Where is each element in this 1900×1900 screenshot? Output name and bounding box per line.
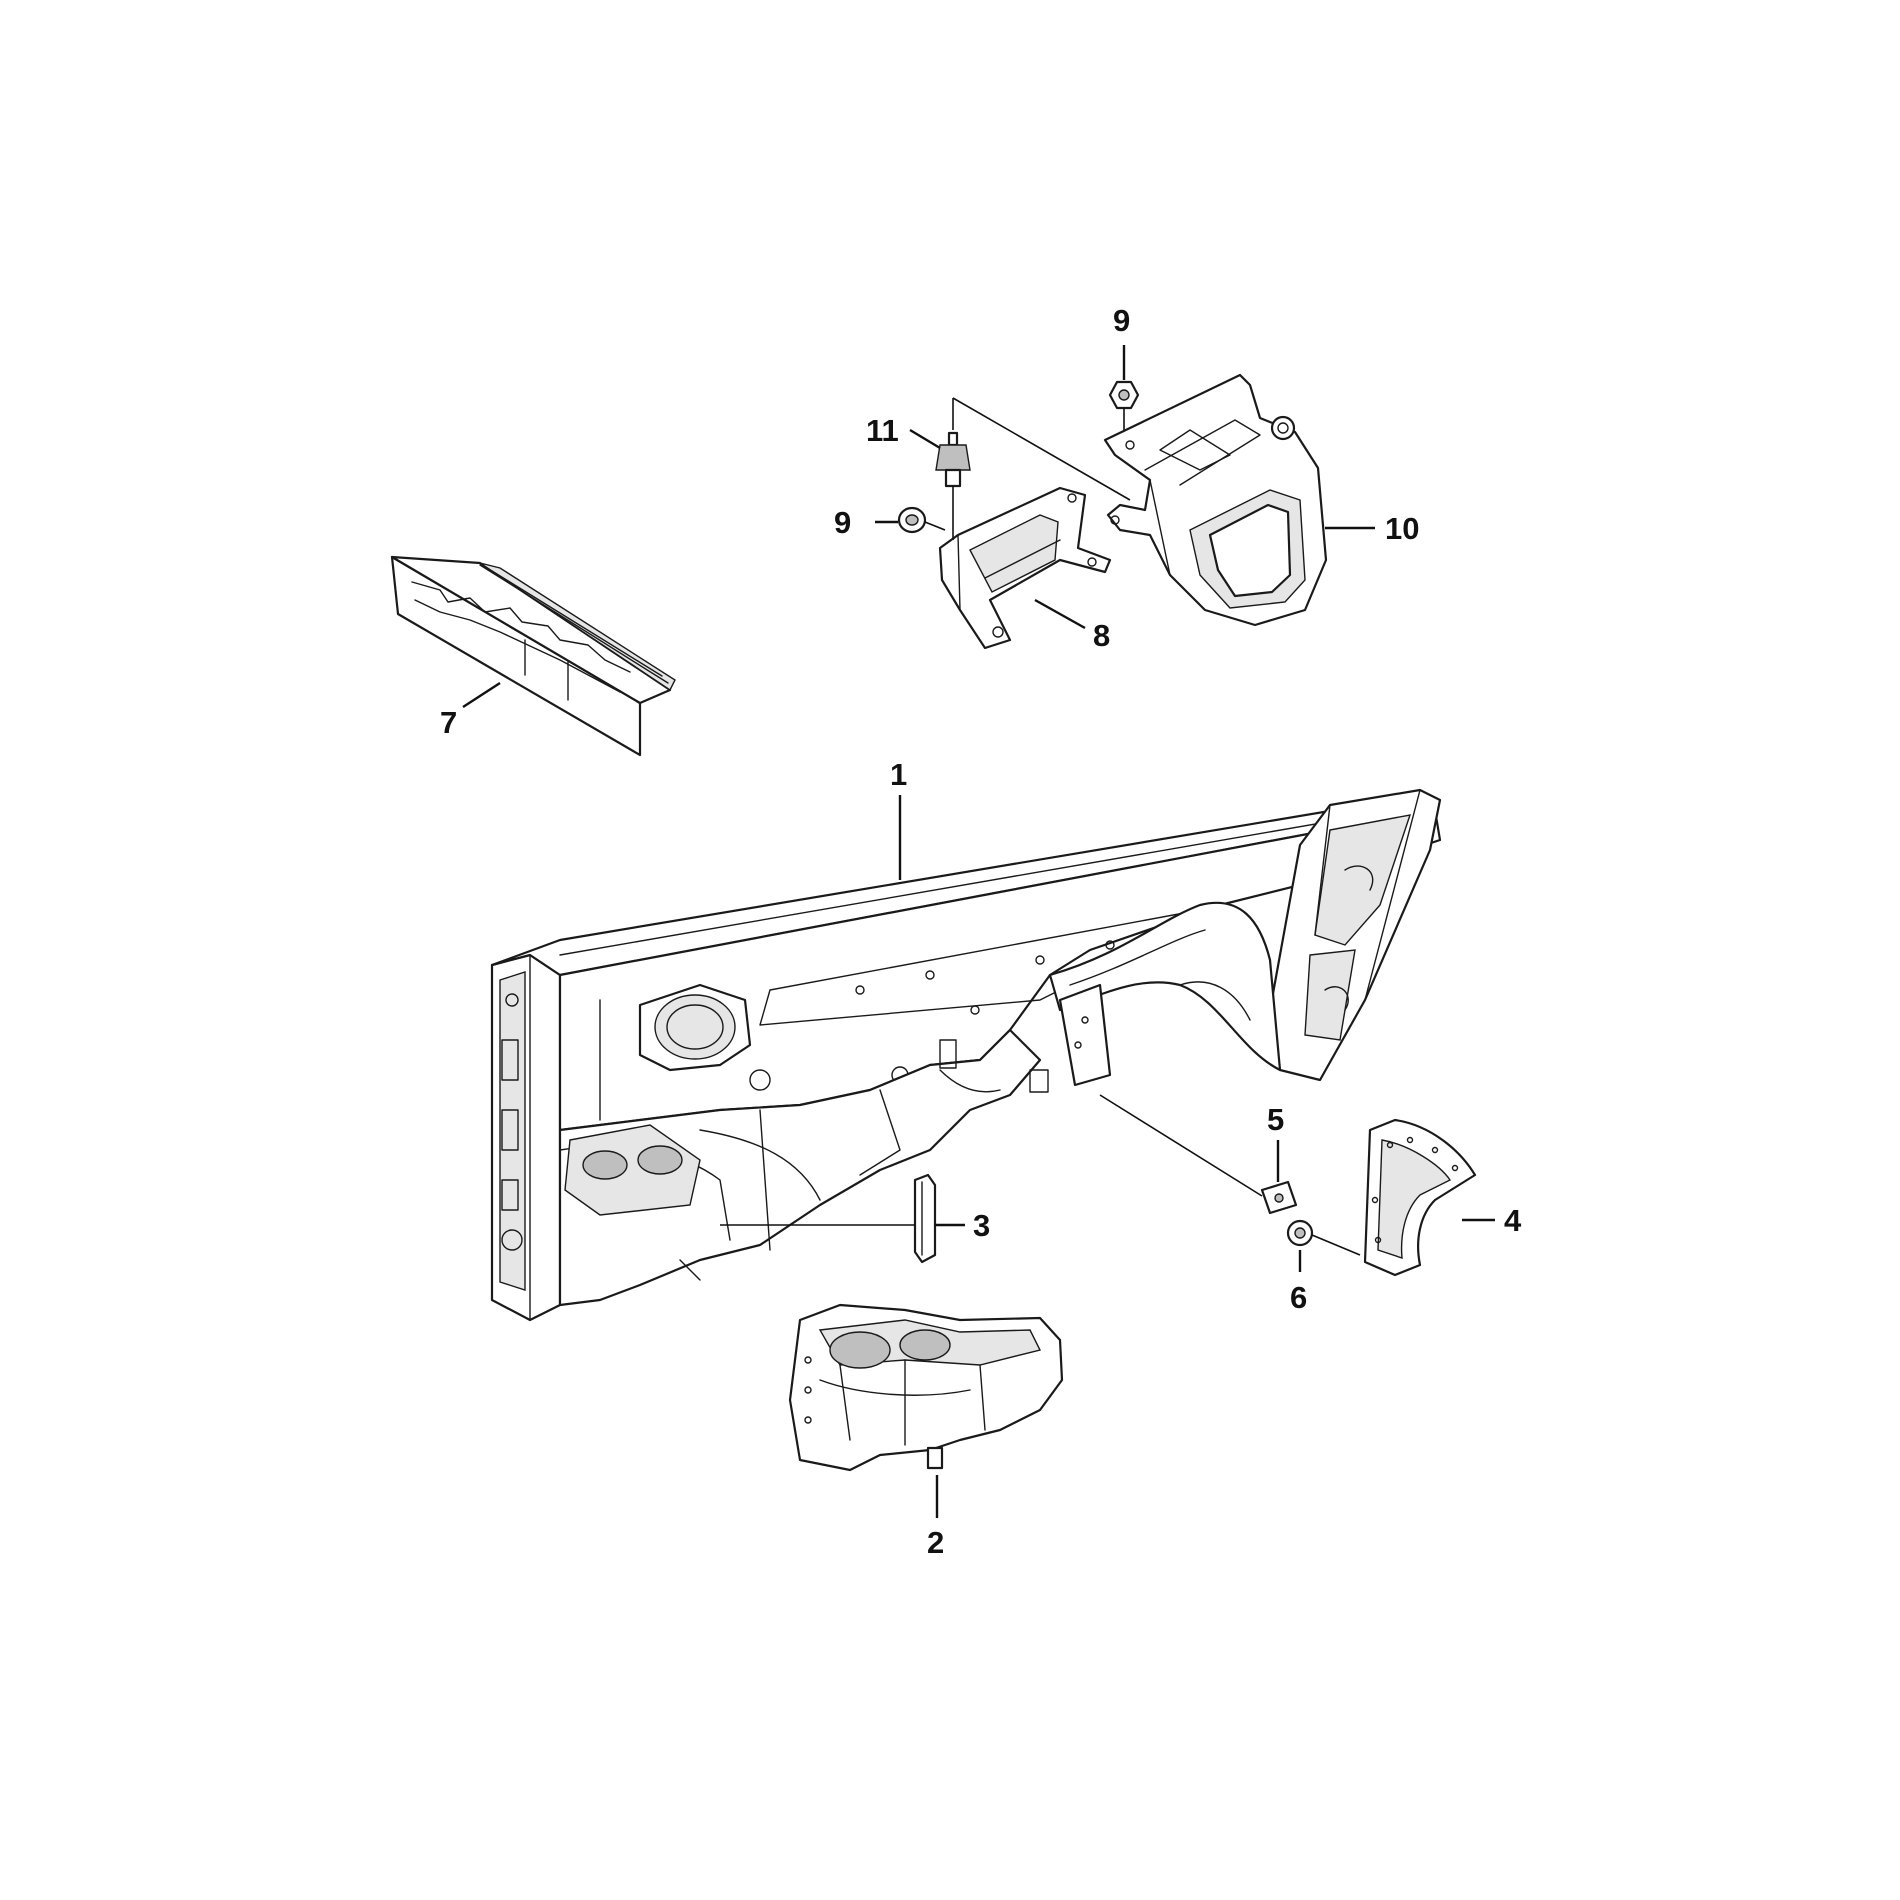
part-8-bracket <box>938 486 1112 650</box>
part-3-bracket <box>913 1173 937 1264</box>
callout-9-upper: 9 <box>1113 303 1130 338</box>
part-5-clip <box>1260 1180 1298 1215</box>
part-7-cowl-panel <box>390 555 676 757</box>
callout-8: 8 <box>1093 618 1110 653</box>
part-2-footwell <box>788 1303 1064 1472</box>
callout-11: 11 <box>866 413 899 448</box>
leader-lines <box>462 345 1495 1518</box>
callout-3: 3 <box>973 1208 990 1243</box>
callout-9-lower: 9 <box>834 505 851 540</box>
callout-4: 4 <box>1504 1203 1522 1238</box>
part-11-stud <box>935 431 971 540</box>
assembly-lines <box>924 397 1131 531</box>
callouts: 1 2 3 4 5 6 7 8 9 9 10 11 <box>440 303 1522 1560</box>
part-1-cowl-structure <box>490 788 1442 1322</box>
callout-7: 7 <box>440 705 457 740</box>
part-10-tray <box>1103 373 1328 627</box>
callout-2: 2 <box>927 1525 944 1560</box>
part-4-cover <box>1363 1118 1477 1277</box>
callout-1: 1 <box>890 757 907 792</box>
part-6-nut <box>1286 1219 1314 1247</box>
callout-10: 10 <box>1385 511 1419 546</box>
callout-5: 5 <box>1267 1102 1284 1137</box>
callout-6: 6 <box>1290 1280 1307 1315</box>
part-9-nut-lower <box>897 506 927 534</box>
